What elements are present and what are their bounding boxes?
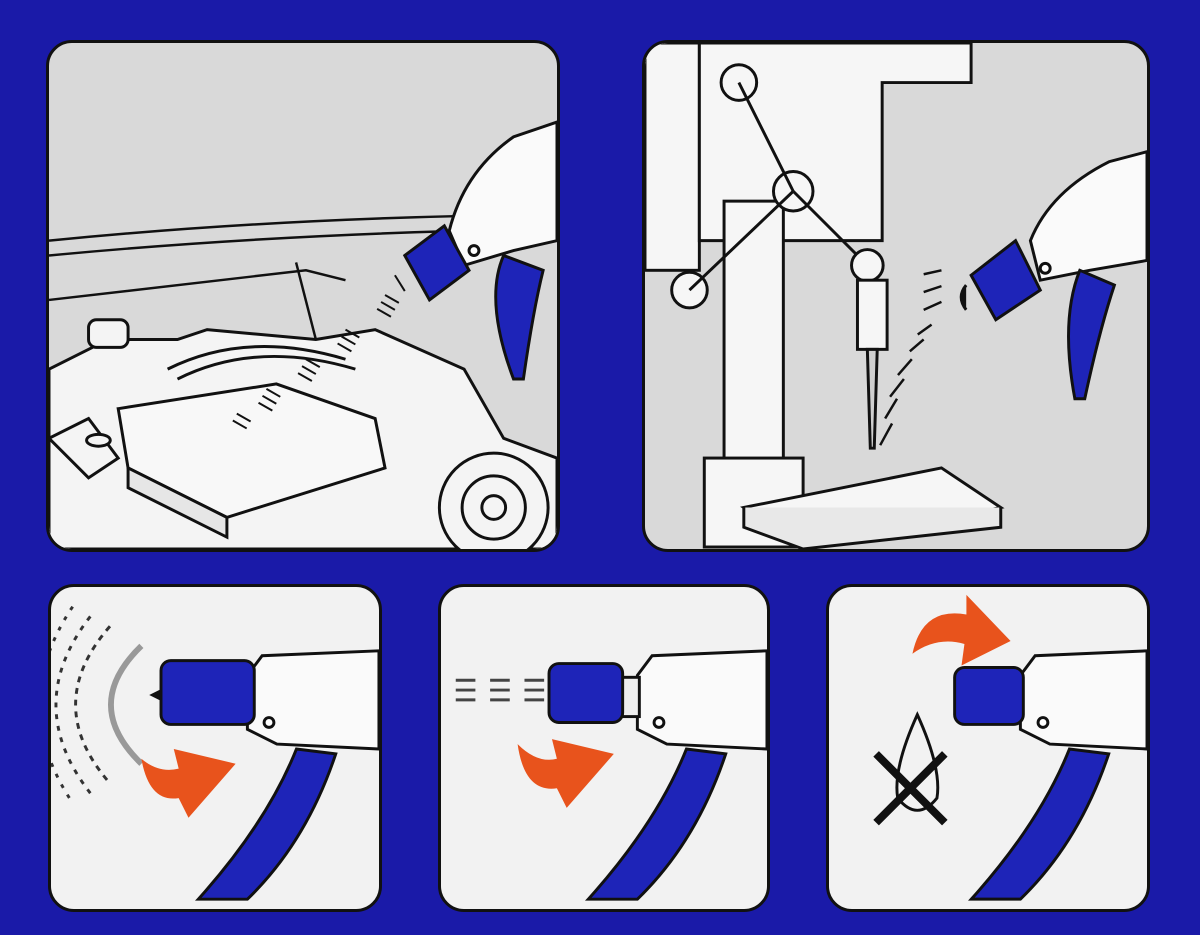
rotate-arrow-icon xyxy=(517,739,614,808)
panel-car-engine xyxy=(46,40,560,552)
spray-bottle-icon xyxy=(394,120,557,381)
spray-bottle-icon xyxy=(159,649,379,901)
nozzle-tip-icon xyxy=(149,689,162,701)
spray-pattern-icon xyxy=(51,605,144,804)
rotate-arrow-icon xyxy=(912,594,1011,666)
spray-bottle-icon xyxy=(953,649,1147,901)
stream-pattern-icon xyxy=(455,678,545,702)
spray-bottle-icon xyxy=(959,150,1147,401)
car-body-icon xyxy=(49,214,465,340)
rotate-close-illustration xyxy=(873,594,1147,901)
rotate-stream-illustration xyxy=(455,649,767,901)
car-engine-icon xyxy=(49,318,557,549)
spray-mist-icon xyxy=(232,294,400,430)
drill-press-illustration xyxy=(645,43,1147,549)
car-engine-illustration xyxy=(49,120,557,549)
panel-rotate-stream xyxy=(438,584,770,912)
panel-rotate-spray xyxy=(48,584,382,912)
drill-press-icon xyxy=(645,43,1005,549)
no-drip-icon xyxy=(873,711,948,826)
rotate-arrow-icon xyxy=(141,748,236,818)
spray-stream-icon xyxy=(879,269,942,446)
panel-rotate-close xyxy=(826,584,1150,912)
rotate-spray-illustration xyxy=(51,605,379,901)
panel-drill-press xyxy=(642,40,1150,552)
spray-bottle-icon xyxy=(547,649,767,901)
